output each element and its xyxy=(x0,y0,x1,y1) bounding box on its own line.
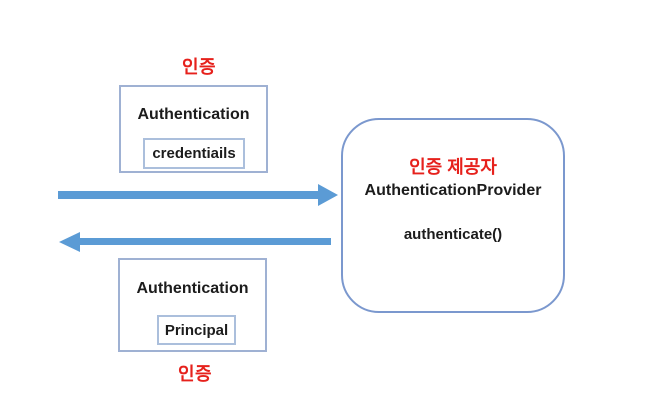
authentication-provider-box: 인증 제공자 AuthenticationProvider authentica… xyxy=(341,118,565,313)
principal-field-box: Principal xyxy=(157,315,236,345)
authentication-response-box: Authentication Principal xyxy=(118,258,267,352)
response-arrow-shaft xyxy=(80,238,331,245)
authentication-response-box-title: Authentication xyxy=(136,280,249,297)
provider-red-label: 인증 제공자 xyxy=(409,157,497,177)
request-arrow-head-icon xyxy=(318,184,338,206)
provider-class-name: AuthenticationProvider xyxy=(364,182,542,199)
credentials-field-box: credentiails xyxy=(143,138,245,169)
authentication-request-box-title: Authentication xyxy=(137,106,250,123)
response-auth-label: 인증 xyxy=(177,364,213,384)
provider-method-name: authenticate() xyxy=(403,226,503,243)
request-arrow-shaft xyxy=(58,191,319,199)
request-auth-label: 인증 xyxy=(181,57,217,77)
authentication-request-box: Authentication credentiails xyxy=(119,85,268,173)
response-arrow-head-icon xyxy=(59,232,80,252)
